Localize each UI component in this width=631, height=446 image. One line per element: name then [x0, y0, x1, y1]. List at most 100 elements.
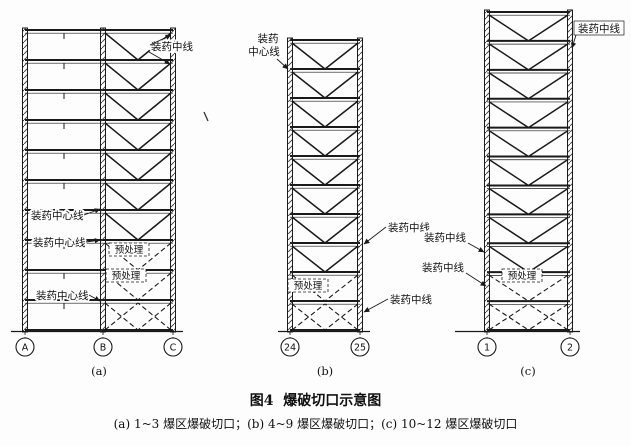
leader-line — [465, 272, 487, 287]
v-brace — [324, 245, 359, 273]
axis-label-a3: C — [170, 343, 177, 354]
axis-label-b2: 25 — [354, 343, 366, 354]
v-brace — [104, 62, 139, 91]
axis-bubble — [93, 337, 113, 357]
leader-line — [571, 34, 577, 49]
tower-b-frame — [278, 37, 370, 339]
pretreat-brace — [137, 302, 172, 331]
figure-caption-title: 图4 爆破切口示意图 — [249, 393, 382, 409]
v-brace — [488, 101, 529, 129]
leader-line — [88, 294, 101, 302]
v-brace — [137, 122, 172, 151]
v-brace — [528, 14, 569, 42]
pretreatment-box — [105, 268, 147, 283]
figure-caption-subtitle: (a) 1~3 爆区爆破切口；(b) 4~9 爆区爆破切口；(c) 10~12 … — [113, 417, 518, 431]
v-brace — [488, 216, 529, 244]
v-brace — [488, 130, 529, 158]
axis-bubbles-c: 1 2 — [477, 337, 580, 357]
pretreat-brace — [324, 303, 359, 331]
v-brace — [324, 71, 359, 99]
leader-line — [85, 238, 101, 244]
axis-label-a2: B — [100, 343, 107, 354]
v-brace — [488, 245, 529, 273]
v-brace — [528, 216, 569, 244]
v-brace — [528, 101, 569, 129]
axis-label-a1: A — [22, 343, 29, 354]
annotation-charge-midline-right-2: 装药中线 — [390, 293, 432, 306]
annotation-charge-centerline-2: 装药中心线 — [33, 236, 86, 249]
v-brace — [291, 245, 326, 273]
axis-bubble — [350, 337, 370, 357]
v-brace — [137, 152, 172, 181]
v-brace — [528, 72, 569, 100]
axis-bubble — [280, 337, 300, 357]
leader-line — [276, 58, 289, 70]
leader-line — [363, 226, 387, 245]
v-brace — [324, 129, 359, 157]
annotation-charge-centerline-1: 装药中心线 — [31, 209, 84, 222]
pretreat-brace — [137, 302, 172, 331]
v-brace — [291, 42, 326, 70]
pretreat-brace — [104, 302, 139, 331]
v-brace — [291, 158, 326, 186]
leader-line — [83, 208, 101, 216]
v-brace — [104, 32, 139, 61]
v-brace — [488, 43, 529, 71]
pretreat-brace — [324, 303, 359, 331]
annotation-charge-centerline-top-b-line2: 中心线 — [248, 45, 280, 58]
v-brace — [104, 212, 139, 241]
v-brace — [324, 100, 359, 128]
pretreat-brace — [291, 274, 326, 302]
v-brace — [104, 182, 139, 211]
lattice-column — [22, 27, 28, 333]
lattice-column — [567, 9, 573, 333]
v-brace — [528, 245, 569, 273]
v-brace — [291, 216, 326, 244]
lattice-column — [170, 27, 176, 333]
leader-line — [149, 34, 172, 46]
panel-c-annotations: 装药中线 装药中线 装药中线 预处理 — [420, 20, 625, 287]
v-brace — [104, 92, 139, 121]
panel-c-label: (c) — [520, 364, 535, 378]
v-brace — [291, 100, 326, 128]
pretreat-brace — [104, 242, 139, 271]
axis-label-c1: 1 — [484, 343, 490, 354]
v-brace — [488, 72, 529, 100]
axis-bubble — [560, 337, 580, 357]
annotation-charge-midline-top-a: 装药中线 — [151, 40, 193, 53]
pretreat-brace — [324, 274, 359, 302]
v-brace — [324, 158, 359, 186]
annotation-pretreatment-1: 预处理 — [115, 244, 144, 256]
panel-b-annotations: 装药 中心线 装药中线 预处理 装药中线 — [247, 30, 434, 313]
v-brace — [137, 182, 172, 211]
lattice-column — [484, 9, 490, 333]
v-brace — [528, 43, 569, 71]
annotation-charge-midline-right-1: 装药中线 — [388, 221, 430, 234]
leader-line — [148, 51, 171, 65]
axis-bubbles-a: A B C — [15, 337, 183, 357]
v-brace — [324, 187, 359, 215]
pretreat-brace — [137, 272, 172, 301]
tower-a-frame — [11, 27, 183, 339]
v-brace — [324, 42, 359, 70]
v-brace — [488, 14, 529, 42]
annotation-box — [573, 20, 625, 36]
v-brace — [104, 122, 139, 151]
pretreatment-box — [287, 278, 329, 293]
pretreat-brace — [104, 272, 139, 301]
axis-bubble — [15, 337, 35, 357]
figure-caption: 图4 爆破切口示意图 (a) 1~3 爆区爆破切口；(b) 4~9 爆区爆破切口… — [0, 390, 631, 432]
v-brace — [324, 216, 359, 244]
v-brace — [291, 129, 326, 157]
lattice-column — [100, 27, 106, 333]
v-brace — [104, 152, 139, 181]
lattice-column — [357, 37, 363, 333]
annotation-charge-midline-left-1: 装药中线 — [424, 231, 466, 244]
annotation-charge-centerline-3: 装药中心线 — [36, 289, 89, 302]
annotation-pretreatment-2: 预处理 — [112, 270, 141, 282]
axis-bubbles-b: 24 25 — [280, 337, 370, 357]
v-brace — [528, 187, 569, 215]
tower-c-frame — [455, 9, 580, 339]
pretreat-brace — [291, 303, 326, 331]
